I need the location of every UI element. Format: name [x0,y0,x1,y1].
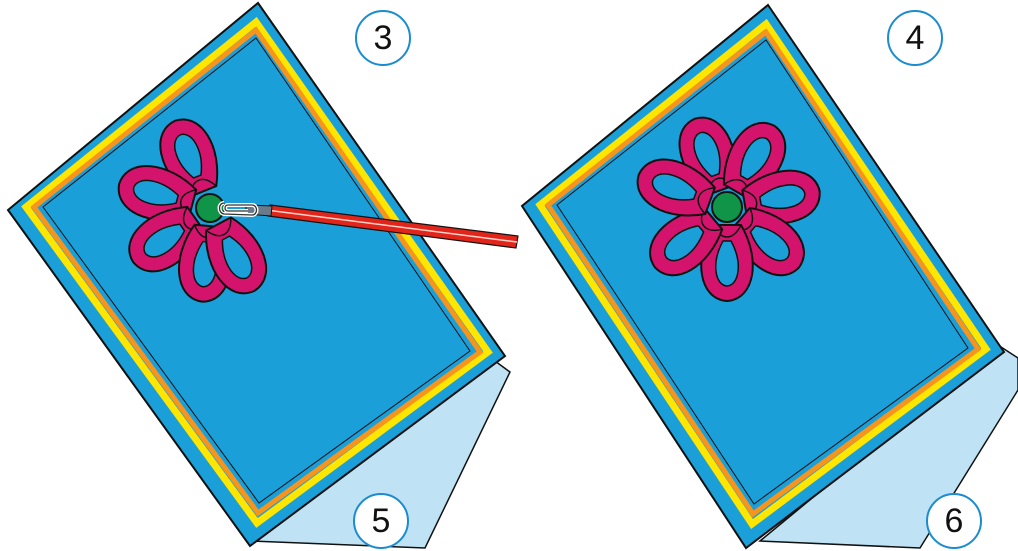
step-number: 6 [945,502,964,541]
step-number-badge: 4 [887,10,943,66]
step-number: 5 [372,502,391,541]
right-flower-center [712,192,742,222]
step-number-badge: 6 [926,493,982,549]
step-number: 4 [906,19,925,58]
left-card [8,3,518,548]
step-number-badge: 3 [355,10,411,66]
step-number: 3 [374,19,393,58]
step-number-badge: 5 [353,493,409,549]
right-card [522,5,1018,548]
